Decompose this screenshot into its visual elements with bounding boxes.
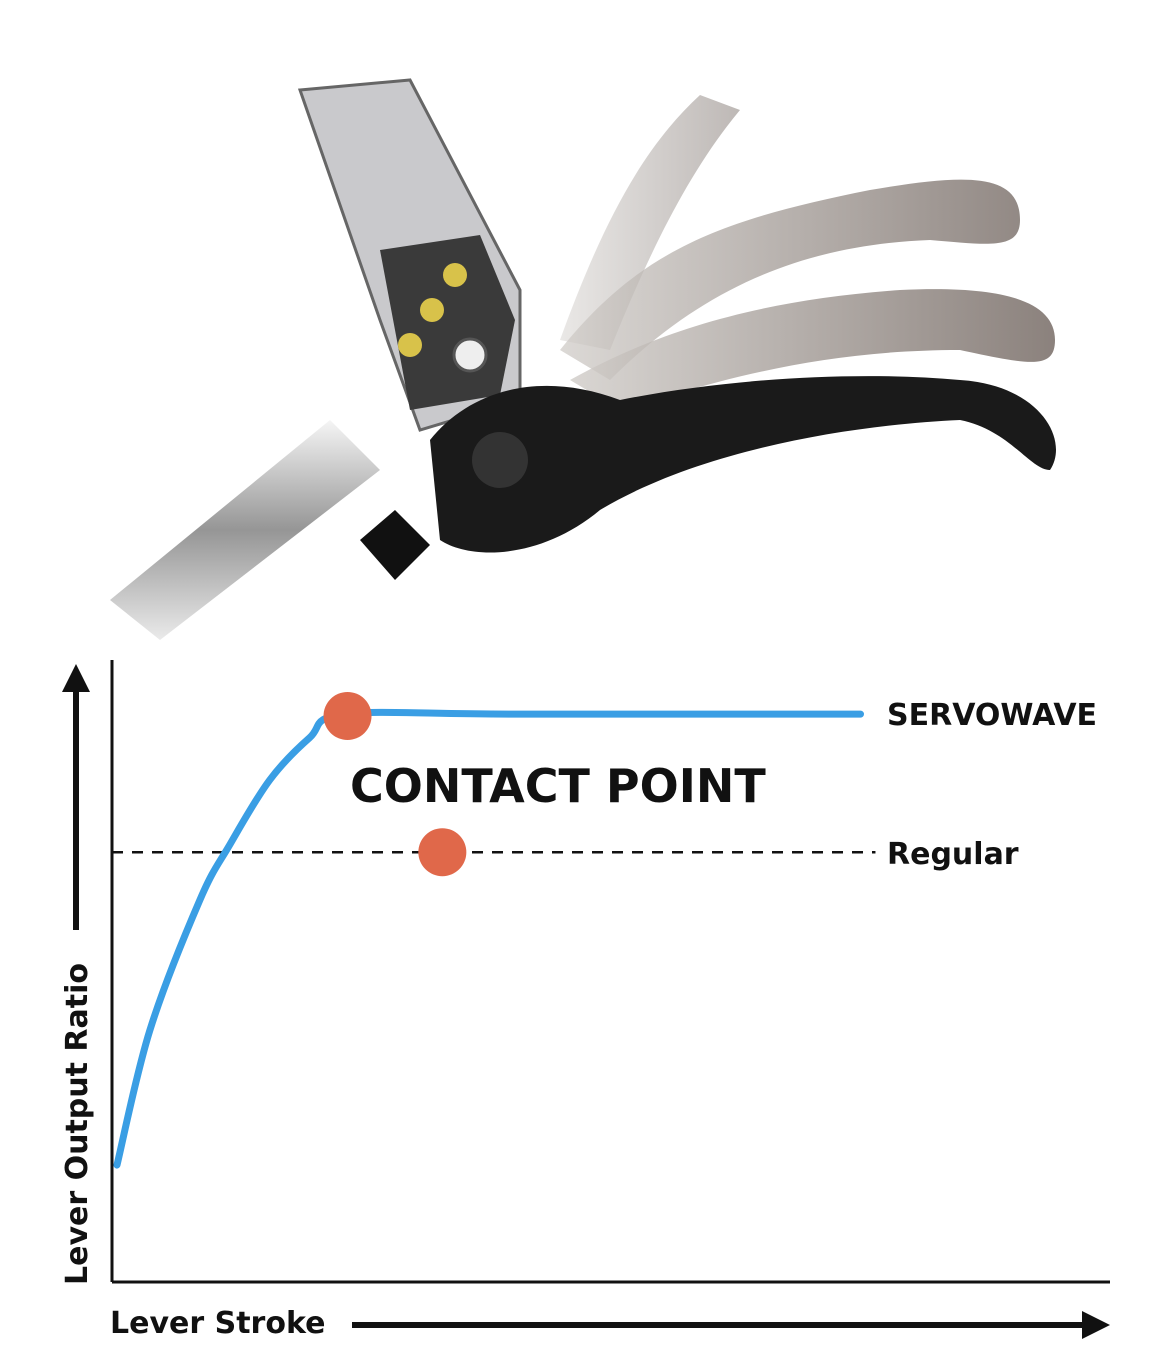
lever-ghost-positions bbox=[560, 95, 1055, 410]
x-axis-label: Lever Stroke bbox=[110, 1306, 325, 1341]
legend-servowave: SERVOWAVE bbox=[887, 698, 1097, 733]
contact-point-annotation: CONTACT POINT bbox=[350, 759, 766, 813]
main-lever bbox=[360, 376, 1056, 580]
regular-contact-point bbox=[418, 828, 467, 877]
y-axis-arrowhead bbox=[62, 664, 90, 692]
lever-output-chart: SERVOWAVE Regular CONTACT POINT Lever Ou… bbox=[60, 660, 1110, 1341]
clamp-body bbox=[297, 78, 522, 432]
x-axis-arrowhead bbox=[1082, 1311, 1110, 1339]
servowave-contact-point bbox=[323, 691, 372, 740]
brake-lever-illustration bbox=[110, 78, 1056, 640]
handlebar bbox=[110, 420, 380, 640]
servowave-line bbox=[113, 708, 864, 1169]
legend-regular: Regular bbox=[887, 837, 1019, 872]
y-axis-label: Lever Output Ratio bbox=[60, 963, 95, 1285]
